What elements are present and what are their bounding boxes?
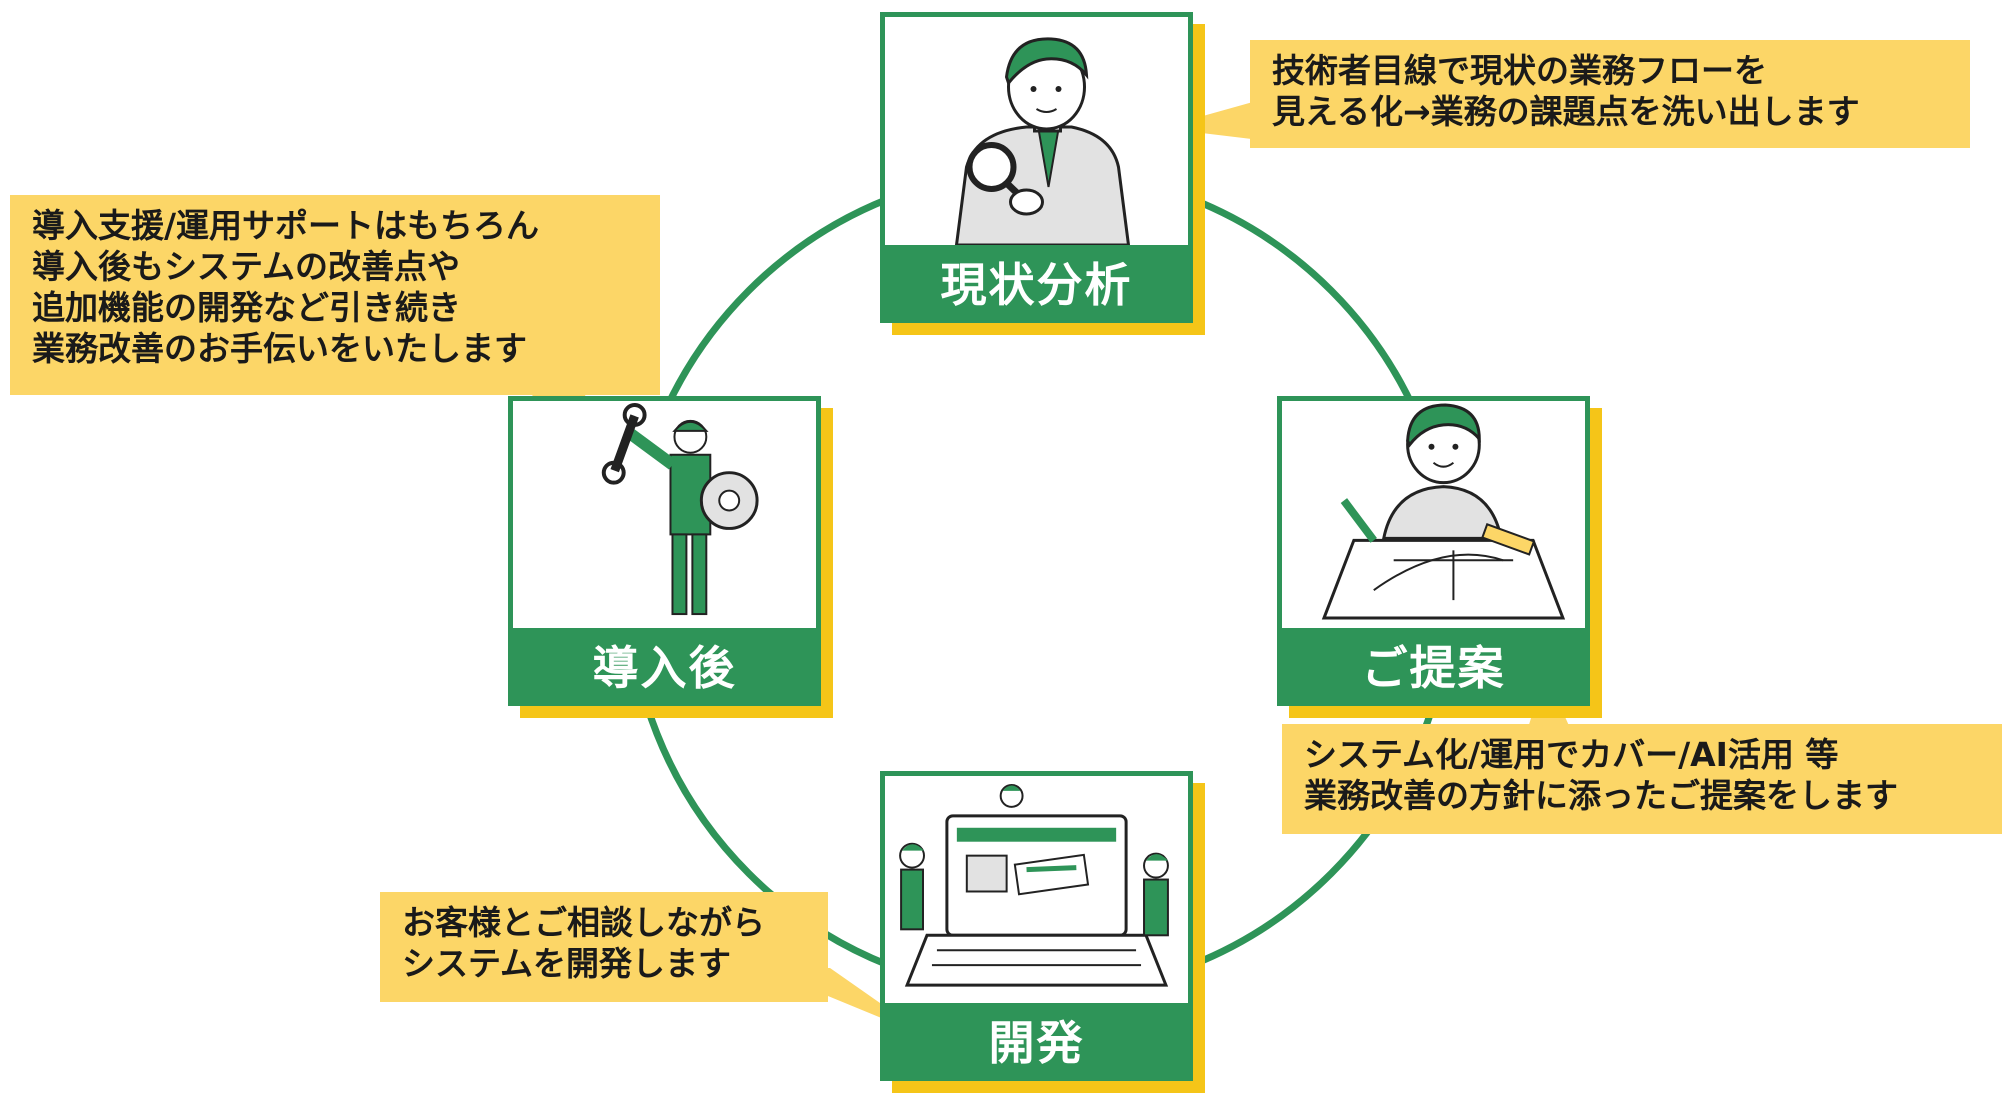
laptop-with-workers-icon [885,776,1188,1003]
step-label-after: 導入後 [513,628,816,701]
speech-bubble-proposal: システム化/運用でカバー/AI活用 等 業務改善の方針に添ったご提案をします [1282,724,2002,834]
step-card-proposal: ご提案 [1277,396,1602,718]
step-card-analysis: 現状分析 [880,12,1205,335]
bubble-line: 技術者目線で現状の業務フローを [1272,51,1767,90]
bubble-line: 導入支援/運用サポートはもちろん [32,206,540,245]
person-with-magnifier-icon [885,17,1188,245]
bubble-line: お客様とご相談しながら [402,903,765,942]
bubble-line: システム化/運用でカバー/AI活用 等 [1304,735,1839,774]
step-label-proposal: ご提案 [1282,628,1585,701]
step-card-development: 開発 [880,771,1205,1093]
bubble-line: 業務改善のお手伝いをいたします [32,329,527,368]
bubble-line: システムを開発します [402,944,732,983]
step-label-analysis: 現状分析 [885,245,1188,318]
speech-bubble-analysis: 技術者目線で現状の業務フローを 見える化→業務の課題点を洗い出します [1250,40,1970,148]
bubble-line: 追加機能の開発など引き続き [32,288,461,327]
speech-bubble-development: お客様とご相談しながら システムを開発します [380,892,828,1002]
bubble-line: 見える化→業務の課題点を洗い出します [1272,92,1860,131]
worker-with-wrench-and-gear-icon [513,401,816,628]
person-drawing-plan-icon [1282,401,1585,628]
bubble-line: 導入後もシステムの改善点や [32,247,461,286]
speech-bubble-after: 導入支援/運用サポートはもちろん 導入後もシステムの改善点や 追加機能の開発など… [10,195,660,395]
step-label-development: 開発 [885,1003,1188,1076]
step-card-after: 導入後 [508,396,833,718]
bubble-line: 業務改善の方針に添ったご提案をします [1304,776,1898,815]
